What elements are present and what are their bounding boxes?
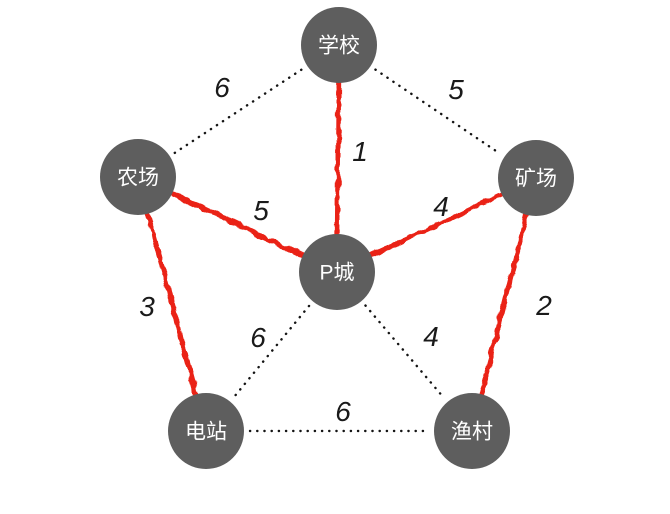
edges-layer	[144, 67, 530, 433]
node-school: 学校	[301, 7, 377, 83]
edge-weight-farm-school: 6	[214, 72, 230, 103]
node-label-power-station: 电站	[185, 421, 227, 444]
node-fishing-village: 渔村	[434, 393, 510, 469]
edge-farm-power-station	[144, 209, 200, 399]
edge-farm-pcity	[167, 190, 308, 259]
edge-weight-farm-power-station: 3	[139, 291, 155, 322]
edge-school-pcity	[334, 78, 342, 239]
node-label-school: 学校	[318, 35, 360, 58]
edge-weight-school-pcity: 1	[352, 136, 368, 167]
node-mine: 矿场	[498, 140, 574, 216]
node-circle-school	[301, 7, 377, 83]
node-circle-power-station	[168, 393, 244, 469]
edge-farm-school	[173, 67, 304, 155]
node-label-pcity: P城	[319, 262, 354, 285]
node-circle-mine	[498, 140, 574, 216]
node-circle-fishing-village	[434, 393, 510, 469]
edge-weight-farm-pcity: 5	[253, 195, 269, 226]
node-power-station: 电站	[168, 393, 244, 469]
edge-weight-power-station-fishing-village: 6	[335, 396, 351, 427]
edge-weight-school-mine: 5	[448, 74, 464, 105]
edge-pcity-mine	[367, 190, 506, 260]
edge-weights-layer: 6 5 1 5 4 3 2 6 4 6	[139, 72, 552, 427]
node-label-farm: 农场	[117, 167, 159, 190]
node-circle-pcity	[299, 234, 375, 310]
node-farm: 农场	[100, 139, 176, 215]
node-circle-farm	[100, 139, 176, 215]
edge-school-mine	[374, 68, 501, 155]
node-label-mine: 矿场	[515, 168, 557, 191]
node-pcity: P城	[299, 234, 375, 310]
edge-weight-pcity-fishing-village: 4	[423, 321, 439, 352]
edge-pcity-power-station	[232, 304, 311, 399]
edge-weight-pcity-power-station: 6	[250, 322, 266, 353]
edge-pcity-fishing-village	[364, 304, 445, 399]
edge-weight-pcity-mine: 4	[433, 191, 449, 222]
edge-weight-mine-fishing-village: 2	[535, 290, 552, 321]
edge-mine-fishing-village	[478, 210, 530, 399]
node-label-fishing-village: 渔村	[451, 421, 493, 444]
